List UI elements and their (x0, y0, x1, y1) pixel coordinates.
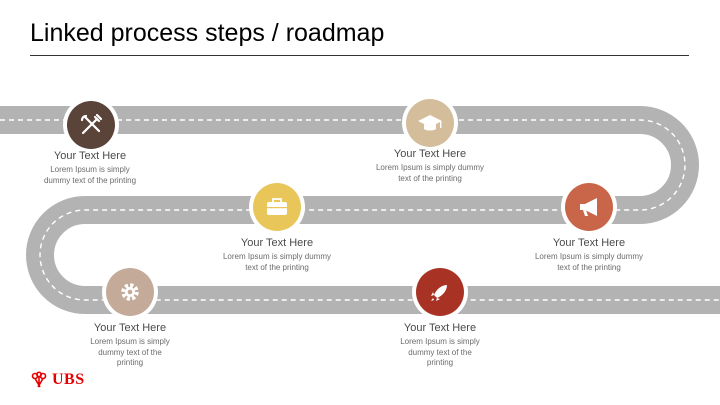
step-4-desc-line: Lorem Ipsum is simply dummy (534, 252, 644, 261)
tools-icon (80, 113, 103, 135)
step-4-heading: Your Text Here (552, 237, 626, 249)
step-3-desc-line: Lorem Ipsum is simply dummy (222, 252, 332, 261)
step-4-marker (561, 179, 617, 235)
rocket-icon (431, 285, 447, 301)
step-2-text: Your Text Here Lorem Ipsum is simply dum… (365, 148, 495, 184)
step-5-desc-line: Lorem Ipsum is simply (90, 337, 170, 346)
road-dash-line (0, 119, 720, 301)
step-5-desc-line: printing (116, 358, 144, 367)
step-6-text: Your Text Here Lorem Ipsum is simply dum… (375, 322, 505, 369)
title-divider (30, 55, 689, 56)
step-1-text: Your Text Here Lorem Ipsum is simply dum… (25, 150, 155, 186)
keys-logo-icon (31, 371, 47, 388)
step-6-desc-line: dummy text of the (408, 347, 472, 357)
step-6-marker (412, 264, 468, 320)
step-5-marker (102, 264, 158, 320)
megaphone-icon (580, 198, 597, 216)
gear-icon (121, 283, 139, 301)
step-2-desc-line: Lorem Ipsum is simply dummy (375, 163, 485, 172)
step-6-desc-line: printing (426, 358, 454, 367)
step-6-desc-line: Lorem Ipsum is simply (400, 337, 480, 346)
ubs-logo: UBS (30, 370, 85, 390)
step-1-desc-line: dummy text of the printing (43, 175, 137, 185)
slide-title: Linked process steps / roadmap (30, 19, 385, 47)
step-5-text: Your Text Here Lorem Ipsum is simply dum… (65, 322, 195, 369)
step-4-desc-line: text of the printing (557, 262, 621, 272)
step-5-desc-line: dummy text of the (98, 347, 162, 357)
step-1-desc-line: Lorem Ipsum is simply (50, 165, 130, 174)
step-3-text: Your Text Here Lorem Ipsum is simply dum… (212, 237, 342, 273)
step-1-heading: Your Text Here (53, 150, 127, 162)
graduation-cap-icon (418, 115, 442, 131)
step-6-heading: Your Text Here (403, 322, 477, 334)
step-4-text: Your Text Here Lorem Ipsum is simply dum… (524, 237, 654, 273)
step-5-heading: Your Text Here (93, 322, 167, 334)
briefcase-icon (267, 198, 287, 215)
step-1-marker (63, 97, 119, 153)
step-2-desc-line: text of the printing (398, 173, 462, 183)
logo-wordmark: UBS (52, 371, 85, 388)
step-2-marker (402, 95, 458, 151)
step-3-marker (249, 179, 305, 235)
step-2-heading: Your Text Here (393, 148, 467, 160)
step-3-desc-line: text of the printing (245, 262, 309, 272)
step-3-heading: Your Text Here (240, 237, 314, 249)
